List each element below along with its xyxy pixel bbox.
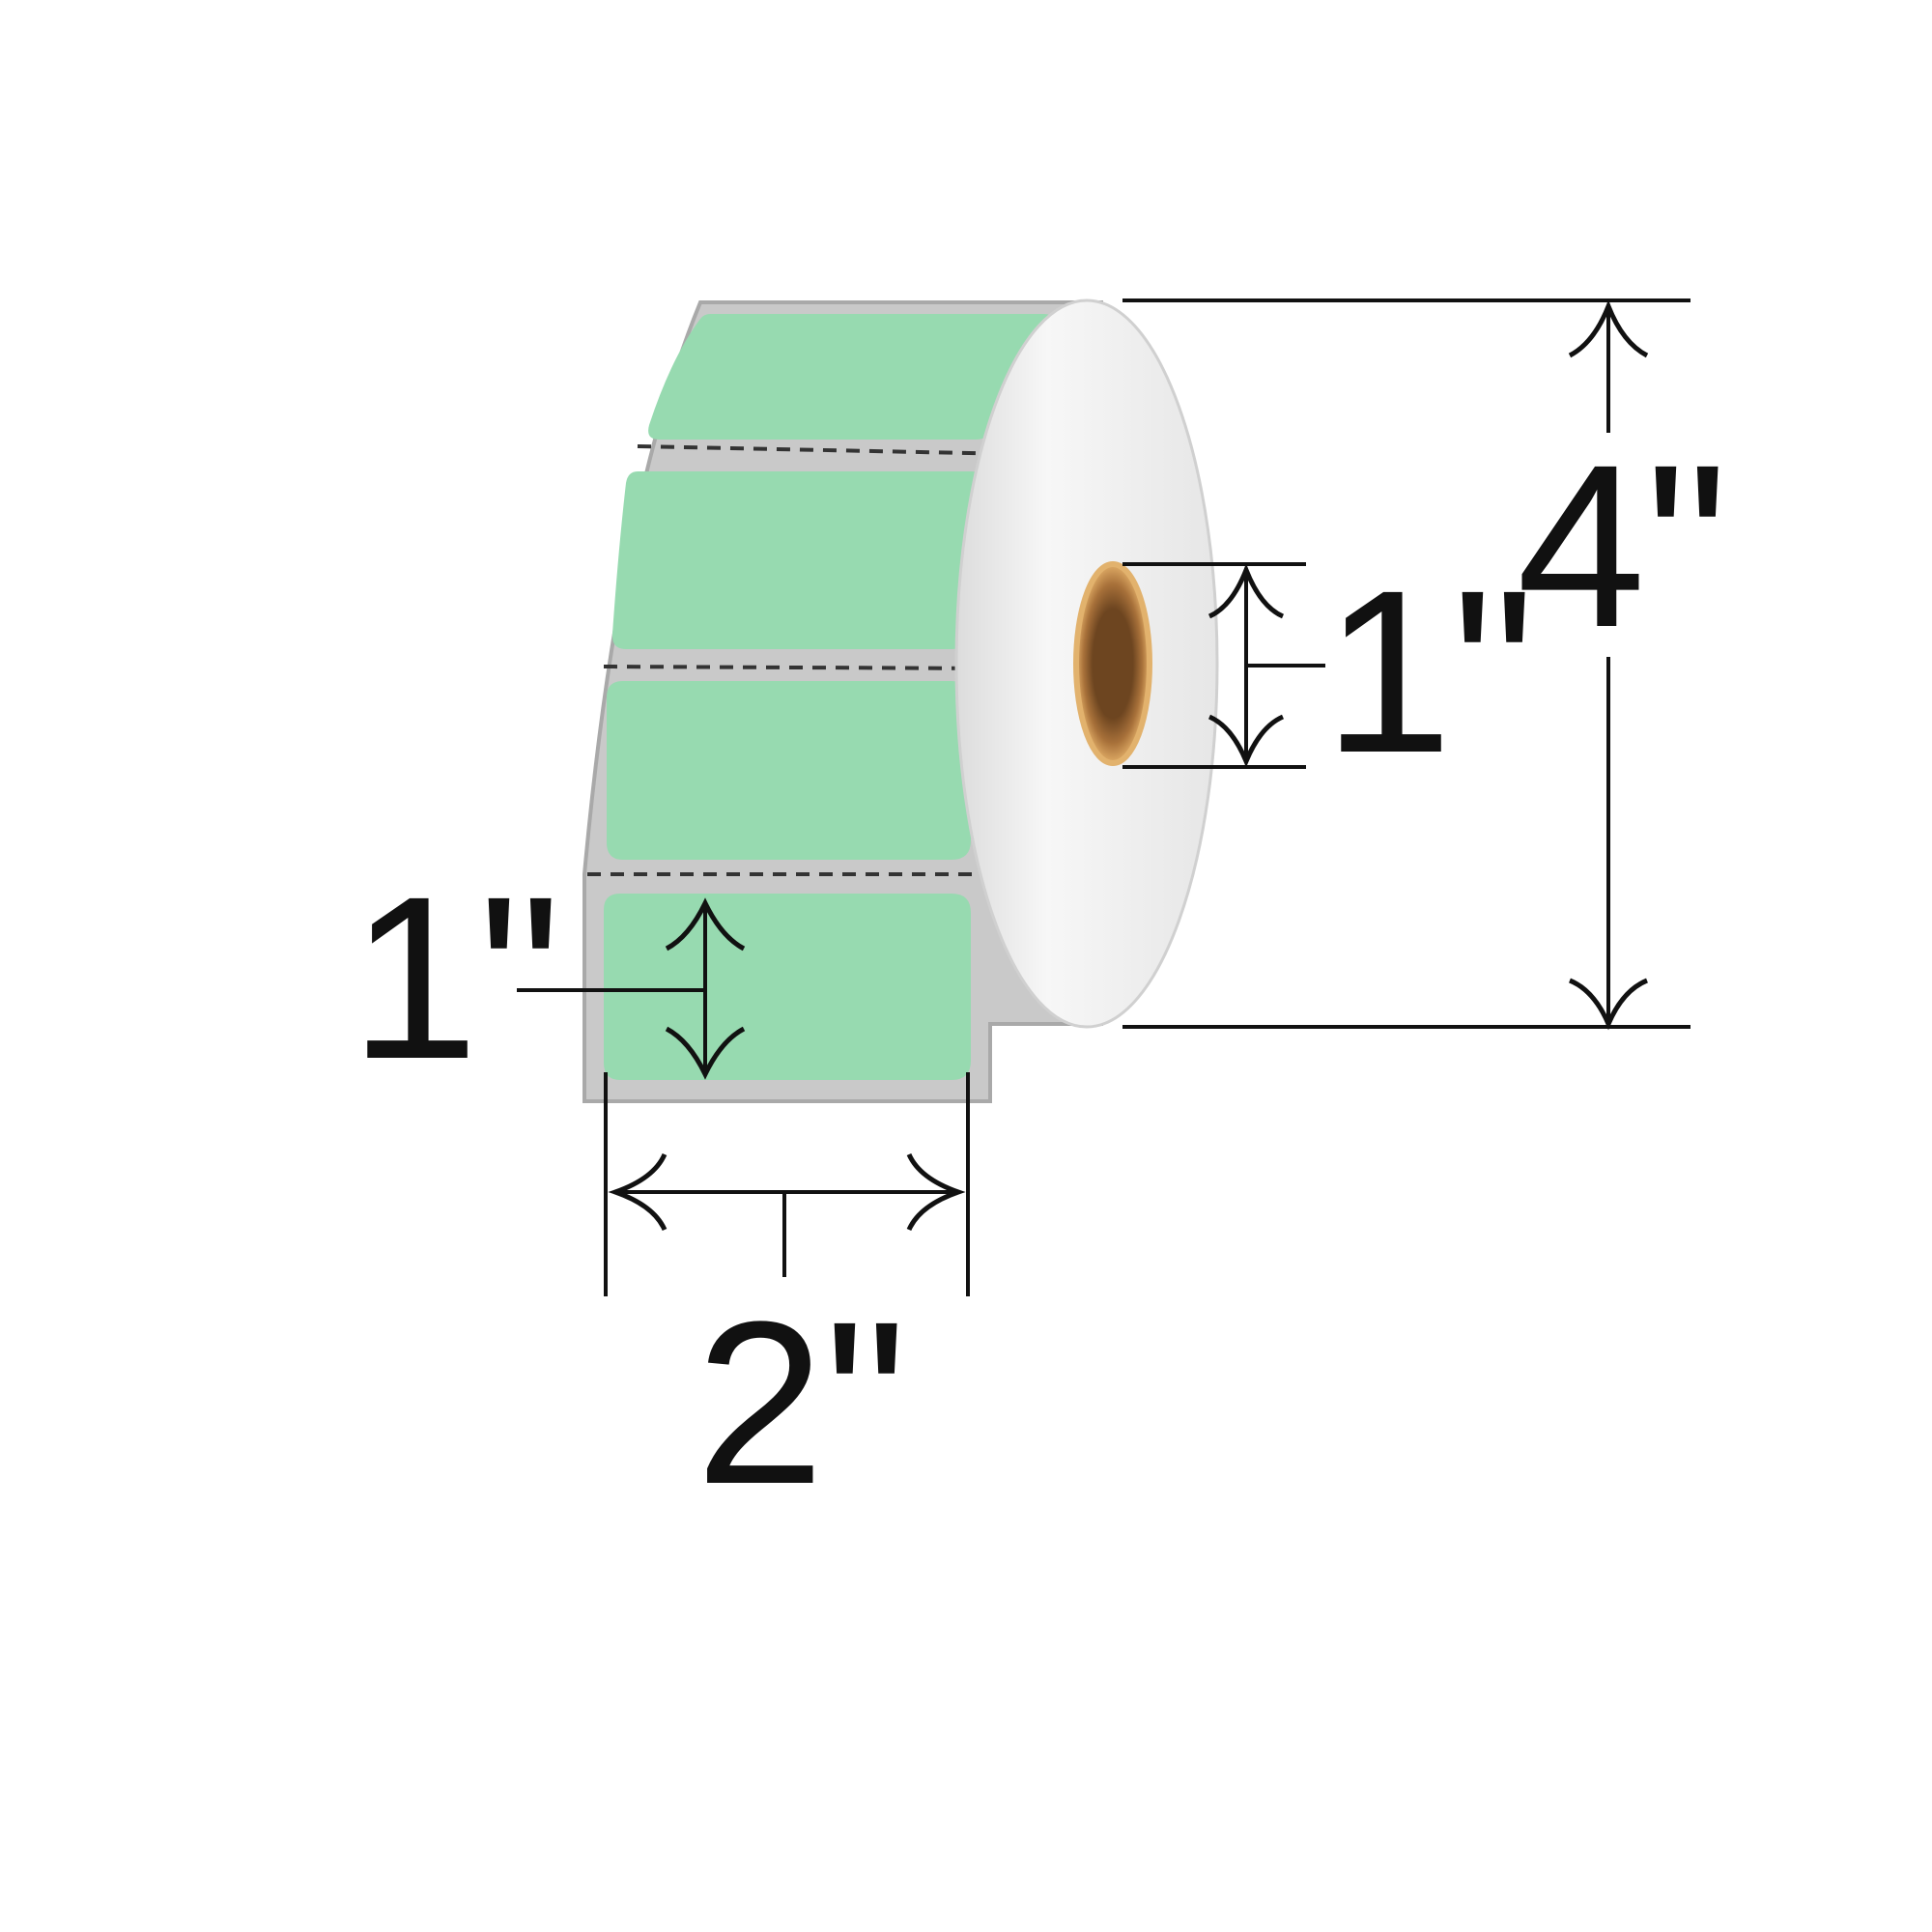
label-roll-diameter: 4": [1517, 416, 1728, 675]
core: [1073, 561, 1152, 766]
label-core-diameter: 1": [1323, 542, 1535, 801]
perforation-2: [603, 665, 996, 670]
label-2: [611, 471, 986, 649]
label-label-width: 2": [696, 1273, 907, 1532]
dimension-roll-diameter: [1122, 298, 1690, 1031]
label-4: [604, 894, 971, 1080]
roll-body: [582, 298, 1219, 1103]
dimension-label-width: [604, 1072, 970, 1296]
dimension-core-diameter: [1122, 562, 1325, 769]
dimension-label-height: [517, 897, 746, 1080]
label-3: [607, 681, 971, 860]
label-label-height: 1": [350, 848, 561, 1107]
label-1: [648, 314, 1054, 440]
perforation-1: [637, 444, 1015, 456]
